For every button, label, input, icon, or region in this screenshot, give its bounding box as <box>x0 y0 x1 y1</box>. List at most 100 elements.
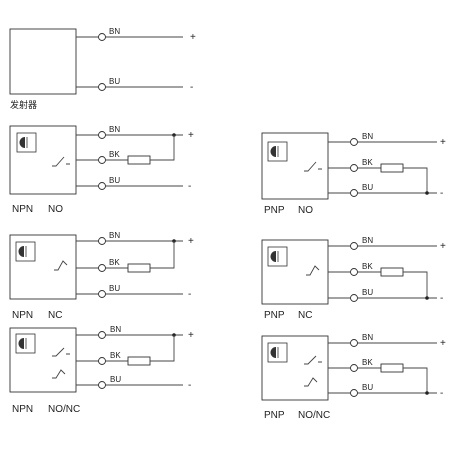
pnp-nonc-block: BN + BK BU - PNP NO/NC <box>261 333 446 421</box>
wire-sign: + <box>440 338 446 349</box>
terminal-dot <box>98 83 106 91</box>
output-mode-label: NC <box>48 310 62 321</box>
wire-sign: - <box>190 82 193 93</box>
wire-label: BK <box>362 158 373 167</box>
sensor-type-label: PNP <box>264 310 285 321</box>
sensor-icon <box>267 141 288 162</box>
sensor-icon <box>15 333 36 354</box>
wire-bu: BU - <box>76 176 191 192</box>
wire-sign: - <box>440 188 443 199</box>
wire-label: BN <box>362 132 373 141</box>
wire-label: BN <box>109 125 120 134</box>
output-mode-label: NO <box>298 205 313 216</box>
wire-sign: + <box>188 236 194 247</box>
emitter-wire-bu: BU - <box>76 77 193 93</box>
switch-no-icon <box>304 161 322 172</box>
wire-bk: BK <box>76 335 175 366</box>
wire-sign: + <box>190 32 196 43</box>
wire-label: BU <box>110 375 121 384</box>
sensor-icon <box>267 342 288 363</box>
sensor-body <box>9 234 77 300</box>
wire-bu: BU - <box>328 183 443 199</box>
emitter-wire-bn: BN + <box>76 27 196 43</box>
npn-nc-block: BN + BK BU - NPN NC <box>9 231 194 321</box>
wire-label: BU <box>109 176 120 185</box>
sensor-body <box>261 335 329 401</box>
output-mode-label: NO <box>48 204 63 215</box>
sensor-type-label: NPN <box>12 310 33 321</box>
wire-bu: BU - <box>76 375 191 391</box>
wire-sign: + <box>440 137 446 148</box>
wire-bn: BN + <box>76 325 194 341</box>
wire-bu: BU - <box>76 284 191 300</box>
wire-bn: BN + <box>76 231 194 247</box>
junction-dot <box>425 391 429 395</box>
junction-dot <box>425 191 429 195</box>
resistor <box>127 155 151 165</box>
wire-label: BN <box>362 333 373 342</box>
sensor-type-label: PNP <box>264 410 285 421</box>
wire-label: BN <box>362 236 373 245</box>
switch-no-icon <box>52 347 70 357</box>
output-mode-label: NC <box>298 310 312 321</box>
wire-bu: BU - <box>328 288 443 304</box>
switch-nc-icon <box>304 377 318 387</box>
wire-bk: BK <box>76 135 175 165</box>
output-mode-label: NO/NC <box>48 404 80 415</box>
wire-bn: BN + <box>328 132 446 148</box>
sensor-icon <box>15 241 36 262</box>
sensor-type-label: PNP <box>264 205 285 216</box>
wire-bn: BN + <box>76 125 194 141</box>
wire-bn: BN + <box>328 333 446 349</box>
wire-label: BU <box>362 383 373 392</box>
wire-label: BU <box>362 183 373 192</box>
output-mode-label: NO/NC <box>298 410 330 421</box>
wire-label: BK <box>110 351 121 360</box>
wire-label: BN <box>109 231 120 240</box>
wire-label: BN <box>109 27 120 36</box>
npn-nonc-block: BN + BK BU - NPN NO/NC <box>9 325 194 415</box>
junction-dot <box>425 296 429 300</box>
sensor-body <box>261 239 329 305</box>
wire-sign: + <box>440 241 446 252</box>
wire-label: BK <box>362 262 373 271</box>
wire-label: BK <box>109 258 120 267</box>
sensor-type-label: NPN <box>12 204 33 215</box>
resistor <box>127 263 151 273</box>
terminal-dot <box>98 33 106 41</box>
sensor-icon <box>267 246 288 267</box>
wire-label: BU <box>109 284 120 293</box>
switch-nc-icon <box>54 260 68 271</box>
resistor <box>380 267 404 277</box>
resistor <box>380 363 404 373</box>
resistor <box>380 163 404 173</box>
wire-sign: - <box>188 181 191 192</box>
emitter-caption: 发射器 <box>10 99 37 111</box>
sensor-icon <box>16 132 37 153</box>
wire-sign: - <box>188 380 191 391</box>
emitter-block: 发射器 BN + BU - <box>9 27 196 111</box>
pnp-nc-block: BN + BK BU - PNP NC <box>261 236 446 321</box>
wire-bk: BK <box>328 262 428 298</box>
wire-sign: + <box>188 130 194 141</box>
emitter-body <box>9 28 77 95</box>
wire-sign: - <box>440 388 443 399</box>
wire-label: BK <box>362 358 373 367</box>
sensor-type-label: NPN <box>12 404 33 415</box>
resistor <box>127 356 151 366</box>
wire-bk: BK <box>328 358 428 393</box>
wire-label: BK <box>109 150 120 159</box>
wire-bk: BK <box>328 158 428 193</box>
switch-nc-icon <box>52 369 66 379</box>
wire-bu: BU - <box>328 383 443 399</box>
wire-bk: BK <box>76 241 175 273</box>
pnp-no-block: BN + BK BU - PNP NO <box>261 132 446 216</box>
wire-sign: + <box>188 330 194 341</box>
switch-no-icon <box>52 156 70 167</box>
wire-label: BU <box>109 77 120 86</box>
wire-bn: BN + <box>328 236 446 252</box>
sensor-body <box>9 327 77 393</box>
wire-label: BU <box>362 288 373 297</box>
wire-sign: - <box>440 293 443 304</box>
